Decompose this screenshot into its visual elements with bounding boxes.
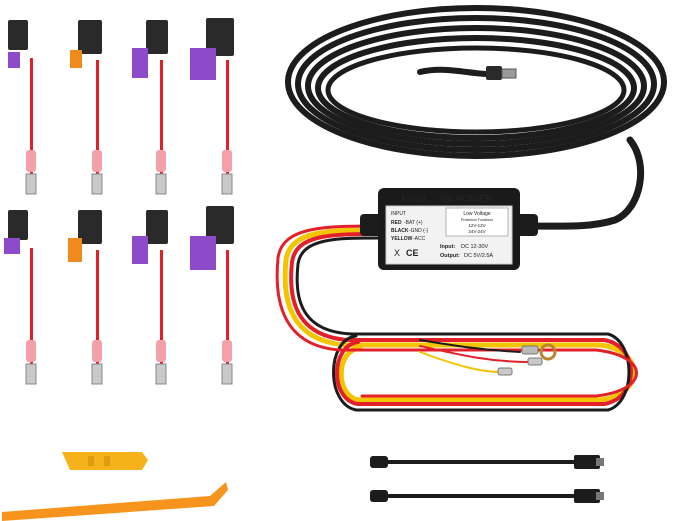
ce-mark: CE [406, 248, 419, 258]
weee-mark: X [394, 248, 400, 258]
wire-red-desc: -BAT (+) [404, 220, 423, 226]
input-value: DC 12-30V [461, 244, 489, 250]
output-value: DC 5V/2.5A [464, 253, 493, 259]
wire-yellow-desc: -ACC [413, 236, 426, 242]
power-module: Xblitz R6 POWER INPUT RED -BAT (+) BLACK… [360, 188, 538, 270]
fuse-tap-8 [190, 206, 234, 385]
wire-black-desc: -GND (-) [409, 228, 428, 234]
fuse-tap-1 [8, 20, 37, 195]
fuse-tap-3 [132, 20, 168, 195]
protection-v2: 24V-24V [468, 229, 485, 234]
model-name: R6 POWER [440, 194, 494, 205]
fuse-tap-2 [70, 20, 103, 195]
input-header: INPUT [391, 211, 406, 217]
protection-title: Low Voltage [463, 211, 490, 217]
fuse-puller-tool [62, 452, 148, 470]
usb-adapter-1 [370, 455, 604, 469]
input-label: Input: [440, 244, 455, 250]
wire-connector-red [527, 357, 543, 366]
trim-removal-tool [2, 482, 228, 521]
fuse-tap-6 [68, 210, 103, 385]
power-wires-coil [275, 224, 638, 412]
protection-sub: Protection Functions [461, 218, 493, 222]
wire-yellow-label: YELLOW [391, 236, 413, 242]
ring-terminal [521, 343, 557, 361]
usb-adapter-2 [370, 489, 604, 503]
mini-usb-plug [486, 66, 517, 80]
fuse-tap-5 [4, 210, 37, 385]
output-label: Output: [440, 253, 460, 259]
fuse-tap-7 [132, 210, 168, 385]
protection-v1: 12V-12V [468, 223, 485, 228]
fuse-tap-4 [190, 18, 234, 195]
brand-logo: Xblitz [400, 194, 427, 205]
black-cable-coil [285, 5, 667, 230]
wire-red-label: RED [391, 220, 402, 226]
wire-black-label: BLACK [391, 228, 409, 234]
wire-connector-yellow [497, 367, 513, 376]
